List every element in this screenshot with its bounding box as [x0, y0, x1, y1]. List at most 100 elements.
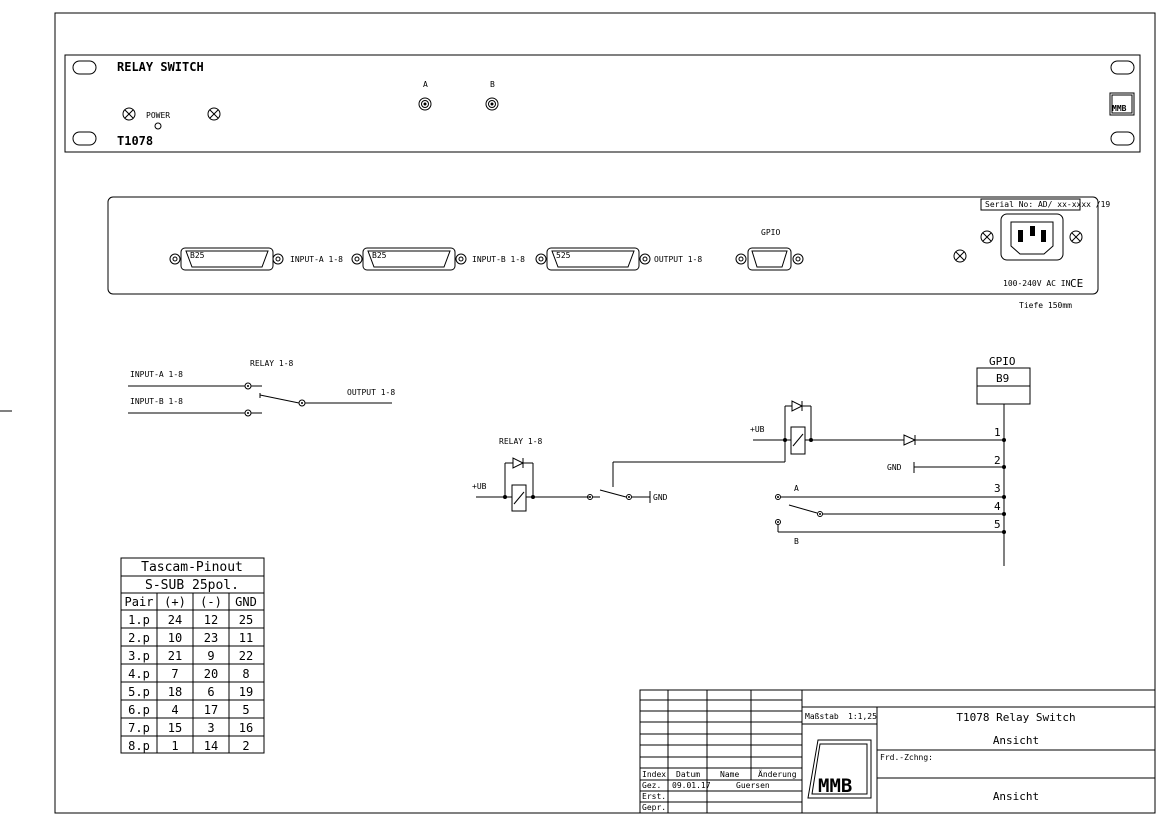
- iec-power-inlet-icon: [1000, 213, 1064, 261]
- db25-input-a-connector-icon: B25: [169, 247, 284, 271]
- front-panel: RELAY SWITCH T1078 POWER A B MMB: [64, 54, 1141, 153]
- pin-3-label: 3: [994, 482, 1001, 495]
- right-vcc-label: +UB: [750, 425, 765, 434]
- pinout-cell-gnd: 11: [239, 631, 253, 645]
- pinout-cell-pair: 1.p: [128, 613, 150, 627]
- pinout-cell-gnd: 5: [242, 703, 249, 717]
- pinout-cell-gnd: 2: [242, 739, 249, 753]
- pin-2-label: 2: [994, 454, 1001, 467]
- mid-relay-label: RELAY 1-8: [499, 437, 543, 446]
- pinout-table: Tascam-Pinout S-SUB 25pol. Pair (+) (-) …: [120, 557, 265, 754]
- db9-gpio-connector-icon: [735, 247, 804, 271]
- mid-vcc-label: +UB: [472, 482, 487, 491]
- gpio-schematic-right: GPIO B9 +UB 1 GND 2 A 3 4: [750, 355, 1031, 566]
- pinout-title: Tascam-Pinout: [141, 560, 243, 575]
- rack-slot-bottom-right: [1110, 131, 1135, 146]
- pinout-cell-gnd: 8: [242, 667, 249, 681]
- db25-input-b-connector-icon: B25: [351, 247, 467, 271]
- contact-a-label: A: [794, 484, 799, 493]
- diode-icon: [791, 400, 804, 412]
- title-block: Index Datum Name Änderung Gez. 09.01.17 …: [639, 689, 1156, 814]
- relay-schematic-mid: RELAY 1-8 +UB GND: [472, 437, 786, 512]
- connector-a-label: A: [423, 80, 428, 89]
- input-b-label: INPUT-B 1-8: [472, 255, 525, 264]
- tb-view: Ansicht: [993, 734, 1039, 747]
- schematic-output-label: OUTPUT 1-8: [347, 388, 395, 397]
- power-label: POWER: [146, 111, 170, 120]
- gpio-title: GPIO: [989, 355, 1016, 368]
- pinout-cell-gnd: 19: [239, 685, 253, 699]
- svg-text:B25: B25: [372, 251, 387, 260]
- rack-slot-top-left: [72, 60, 97, 75]
- depth-note: Tiefe 150mm: [1019, 301, 1072, 310]
- tb-col-index: Index: [642, 770, 666, 779]
- tb-col-change: Änderung: [758, 769, 797, 779]
- drawing-border: [54, 12, 1156, 814]
- serial-label: Serial No: AD/ xx-xxxx /19: [985, 200, 1110, 209]
- connector-b-icon: [485, 97, 499, 111]
- pinout-cell-minus: 14: [204, 739, 218, 753]
- connector-b-label: B: [490, 80, 495, 89]
- contact-b-label: B: [794, 537, 799, 546]
- pin-4-label: 4: [994, 500, 1001, 513]
- tb-row-erst: Erst.: [642, 792, 666, 801]
- pinout-cell-minus: 12: [204, 613, 218, 627]
- svg-text:525: 525: [556, 251, 571, 260]
- diode-icon: [903, 434, 917, 446]
- output-label: OUTPUT 1-8: [654, 255, 702, 264]
- pinout-cell-minus: 20: [204, 667, 218, 681]
- screw-icon: [122, 107, 136, 121]
- pinout-cell-minus: 9: [207, 649, 214, 663]
- tb-scale-label: Maßstab: [805, 712, 839, 721]
- pinout-cell-pair: 8.p: [128, 739, 150, 753]
- pinout-cell-plus: 10: [168, 631, 182, 645]
- connector-a-icon: [418, 97, 432, 111]
- pinout-cell-plus: 21: [168, 649, 182, 663]
- tb-scale-value: 1:1,25: [848, 712, 877, 721]
- rear-panel: B25 INPUT-A 1-8 B25 INPUT-B 1-8 525 OUTP…: [107, 196, 1110, 295]
- screw-icon: [953, 249, 967, 263]
- rack-slot-bottom-left: [72, 131, 97, 146]
- power-in-label: 100-240V AC IN: [1003, 279, 1071, 288]
- pinout-cell-gnd: 22: [239, 649, 253, 663]
- pin-1-label: 1: [994, 426, 1001, 439]
- pinout-cell-minus: 23: [204, 631, 218, 645]
- mmb-logo-icon: MMB: [1109, 92, 1135, 116]
- front-title: RELAY SWITCH: [117, 60, 204, 74]
- svg-text:B25: B25: [190, 251, 205, 260]
- pinout-cell-plus: 7: [171, 667, 178, 681]
- front-model: T1078: [117, 134, 153, 148]
- diode-icon: [512, 457, 525, 469]
- schematic-relay-label: RELAY 1-8: [250, 359, 294, 368]
- relay-schematic-left: INPUT-A 1-8 INPUT-B 1-8 RELAY 1-8 OUTPUT…: [128, 359, 395, 417]
- pinout-header-gnd: GND: [235, 595, 257, 609]
- pinout-subtitle: S-SUB 25pol.: [145, 578, 239, 593]
- ce-mark: CE: [1070, 277, 1083, 290]
- pinout-cell-plus: 4: [171, 703, 178, 717]
- rack-slot-top-right: [1110, 60, 1135, 75]
- pinout-header-pair: Pair: [125, 595, 154, 609]
- pinout-cell-gnd: 16: [239, 721, 253, 735]
- screw-icon: [207, 107, 221, 121]
- serial-label-box: [980, 198, 1081, 211]
- tb-row-gepr: Gepr.: [642, 803, 666, 812]
- pinout-cell-plus: 18: [168, 685, 182, 699]
- mid-gnd-label: GND: [653, 493, 668, 502]
- input-a-label: INPUT-A 1-8: [290, 255, 343, 264]
- tb-gez-name: Guersen: [736, 781, 770, 790]
- tb-col-name: Name: [720, 770, 739, 779]
- front-panel-outline: [64, 54, 1141, 153]
- tb-frd-label: Frd.-Zchng:: [880, 753, 933, 762]
- rear-panel-outline: [107, 196, 1099, 295]
- pinout-cell-plus: 15: [168, 721, 182, 735]
- pinout-cell-plus: 24: [168, 613, 182, 627]
- mmb-logo-icon: MMB: [807, 739, 872, 799]
- pinout-cell-pair: 6.p: [128, 703, 150, 717]
- pinout-cell-pair: 5.p: [128, 685, 150, 699]
- schematic-input-b-label: INPUT-B 1-8: [130, 397, 183, 406]
- pinout-cell-minus: 17: [204, 703, 218, 717]
- pinout-cell-minus: 3: [207, 721, 214, 735]
- tb-drawing-title: T1078 Relay Switch: [956, 711, 1075, 724]
